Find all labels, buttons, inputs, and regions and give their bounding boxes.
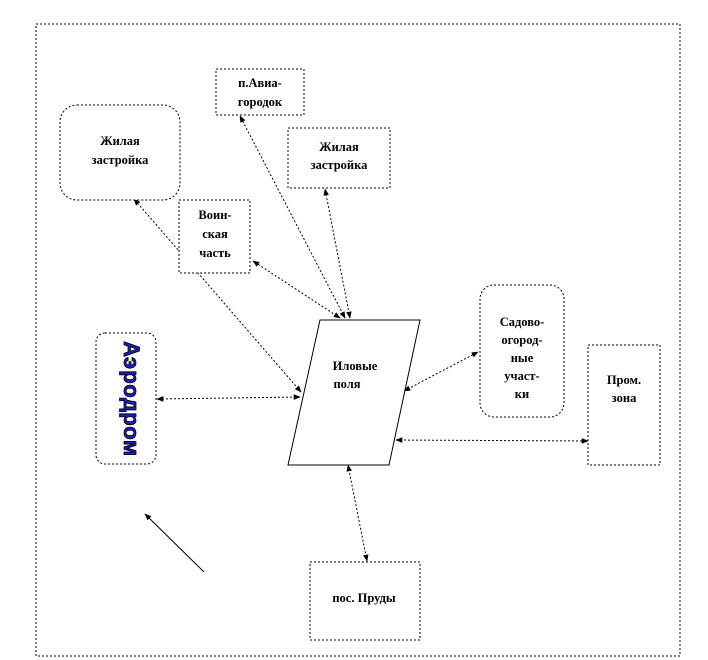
- node-residential-left: Жилая застройка: [59, 104, 181, 201]
- edge-industrial-zone: [395, 437, 589, 444]
- node-label-line: пос. Пруды: [332, 591, 396, 605]
- node-label-line: ки: [515, 387, 529, 401]
- edge-residential-left: [133, 198, 302, 393]
- node-sludge-fields: Иловые поля: [287, 319, 421, 466]
- node-label-line: участ-: [504, 369, 539, 383]
- node-label-letter: р: [119, 370, 144, 383]
- node-label-letter: э: [119, 357, 144, 369]
- node-label-letter: м: [119, 440, 144, 456]
- node-label-letter: д: [119, 398, 144, 412]
- edge-pos-prudy: [346, 464, 369, 562]
- node-label-line: ская: [202, 227, 228, 241]
- node-label-line: застройка: [92, 153, 150, 167]
- outer-frame: [35, 23, 681, 657]
- node-airfield: А э р о д р о м: [95, 332, 157, 465]
- node-label-line: Пром.: [607, 373, 641, 387]
- node-label-line: часть: [199, 246, 231, 260]
- node-label-line: Иловые: [333, 359, 378, 373]
- node-aviagorodok: п.Авиа- городок: [215, 68, 305, 116]
- edge-airfield: [156, 394, 301, 402]
- node-pos-prudy: пос. Пруды: [309, 561, 421, 641]
- node-label-line: городок: [238, 95, 283, 109]
- node-label-line: Жилая: [100, 134, 140, 148]
- node-industrial-zone: Пром. зона: [587, 344, 661, 466]
- edge-military: [252, 260, 341, 319]
- node-label-line: ные: [511, 351, 534, 365]
- edge-residential-right: [323, 188, 352, 319]
- node-label-line: Жилая: [319, 140, 359, 154]
- edge-garden-plots: [403, 351, 479, 392]
- node-label-line: п.Авиа-: [238, 76, 282, 90]
- node-label-line: поля: [333, 377, 360, 391]
- node-label-letter: о: [119, 426, 144, 439]
- node-label-line: зона: [612, 391, 637, 405]
- node-residential-right: Жилая застройка: [287, 127, 391, 189]
- node-label-line: застройка: [311, 158, 369, 172]
- node-label-letter: о: [119, 384, 144, 397]
- node-label-line: огород-: [501, 333, 542, 347]
- node-label-letter: А: [119, 341, 144, 357]
- wind-arrow: [144, 513, 205, 573]
- node-label-letter: р: [119, 412, 144, 425]
- node-military: Воин- ская часть: [178, 199, 251, 274]
- edges-layer: [133, 115, 589, 573]
- node-garden-plots: Садово- огород- ные участ- ки: [479, 284, 565, 418]
- node-label-line: Садово-: [500, 315, 545, 329]
- node-label-line: Воин-: [198, 208, 231, 222]
